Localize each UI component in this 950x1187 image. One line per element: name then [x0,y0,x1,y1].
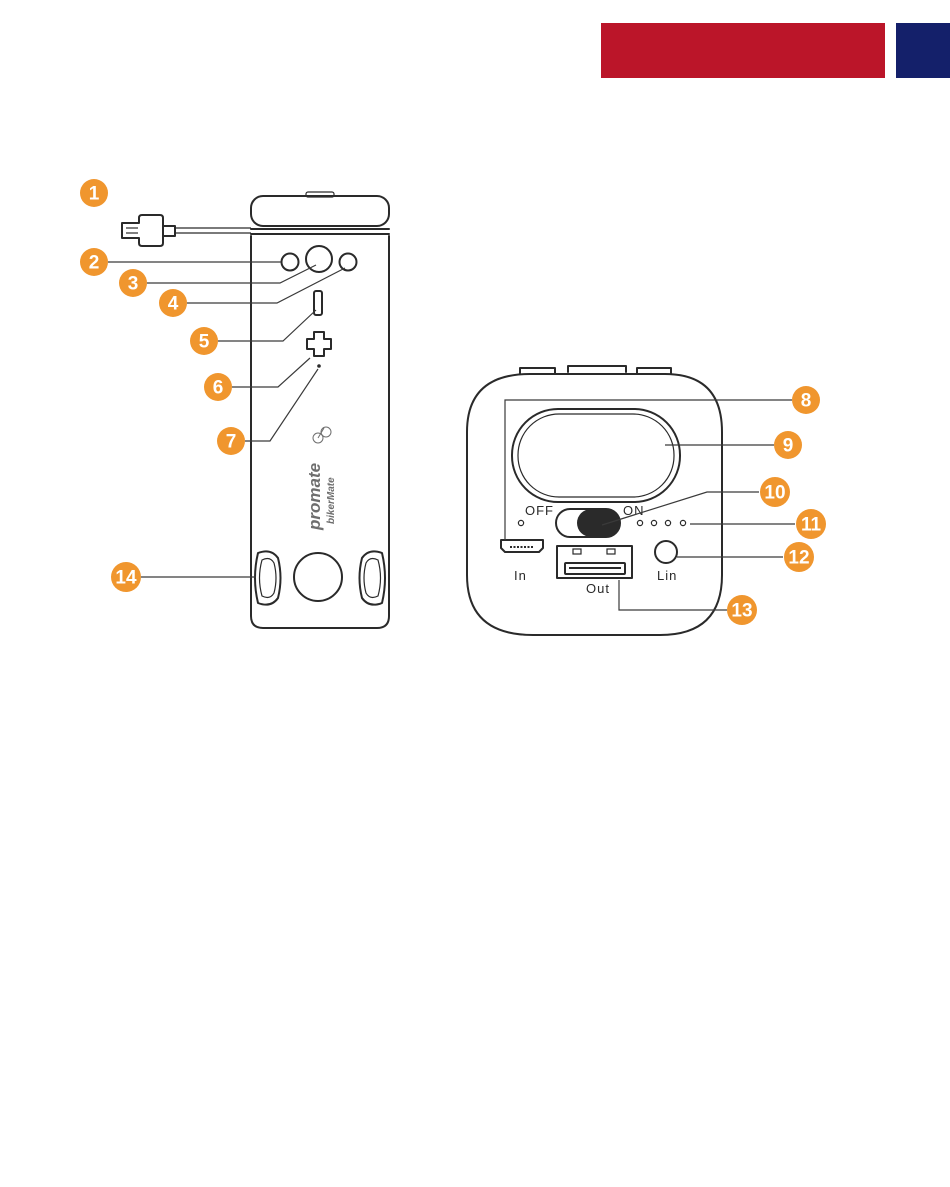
callouts: 1 2 3 4 5 6 7 8 [80,179,826,625]
callout-12: 12 [784,542,814,572]
battery-level-led [680,520,685,525]
svg-text:11: 11 [801,515,822,536]
leader-lines [108,262,795,610]
brand-name: promate [305,463,324,531]
speaker-grille [294,553,342,601]
usb-output-tab [607,549,615,554]
svg-text:2: 2 [89,253,100,274]
power-unit-top-tab [568,366,626,372]
output-port-label: Out [586,581,610,596]
leader-line-5 [218,310,316,341]
svg-text:7: 7 [226,432,237,453]
callout-10: 10 [760,477,790,507]
callout-13: 13 [727,595,757,625]
display-window [512,409,680,502]
svg-text:9: 9 [783,436,794,457]
svg-text:5: 5 [199,332,210,353]
switch-on-label: ON [623,503,645,518]
svg-text:8: 8 [801,391,812,412]
leader-line-8 [505,400,792,540]
svg-text:13: 13 [731,601,752,622]
front-unit: promate bikerMate [122,192,389,628]
right-grip-slot-inner [364,559,381,598]
callout-4: 4 [159,289,187,317]
svg-text:14: 14 [115,568,137,589]
svg-text:6: 6 [213,378,224,399]
front-unit-top-cap [251,196,389,226]
svg-text:3: 3 [128,274,139,295]
brand-logo: promate bikerMate [305,463,337,531]
callout-3: 3 [119,269,147,297]
callout-6: 6 [204,373,232,401]
callout-5: 5 [190,327,218,355]
left-grip-slot [255,551,281,604]
power-switch-knob[interactable] [577,509,620,537]
callout-7: 7 [217,427,245,455]
callout-1: 1 [80,179,108,207]
right-small-button[interactable] [340,254,357,271]
left-grip-slot-inner [260,559,277,598]
charging-indicator-led [518,520,523,525]
input-port-label: In [514,568,527,583]
battery-level-led [651,520,656,525]
usb-cable-connector [122,215,163,246]
leader-line-13 [619,580,727,610]
callout-2: 2 [80,248,108,276]
plus-button[interactable] [307,332,331,356]
callout-9: 9 [774,431,802,459]
brand-model: bikerMate [326,477,337,524]
header-blue-bar [896,23,950,78]
svg-text:12: 12 [788,548,809,569]
leader-line-3 [147,265,316,283]
display-window-inner [518,414,674,497]
switch-off-label: OFF [525,503,554,518]
header-red-bar [601,23,885,78]
leader-line-6 [232,358,310,387]
left-small-button[interactable] [282,254,299,271]
battery-level-led [637,520,642,525]
right-grip-slot [360,551,386,604]
callout-14: 14 [111,562,141,592]
front-unit-body [251,236,389,628]
light-button[interactable] [655,541,677,563]
svg-text:1: 1 [89,184,100,205]
battery-level-led [665,520,670,525]
microphone-dot [317,364,321,368]
leader-line-7 [245,369,318,441]
usb-output-tab [573,549,581,554]
callout-11: 11 [796,509,826,539]
svg-text:4: 4 [168,294,179,315]
svg-text:10: 10 [764,483,785,504]
usb-cable-wire [163,226,175,236]
callout-8: 8 [792,386,820,414]
bicycle-icon [313,427,331,443]
light-button-label: Lin [657,568,677,583]
